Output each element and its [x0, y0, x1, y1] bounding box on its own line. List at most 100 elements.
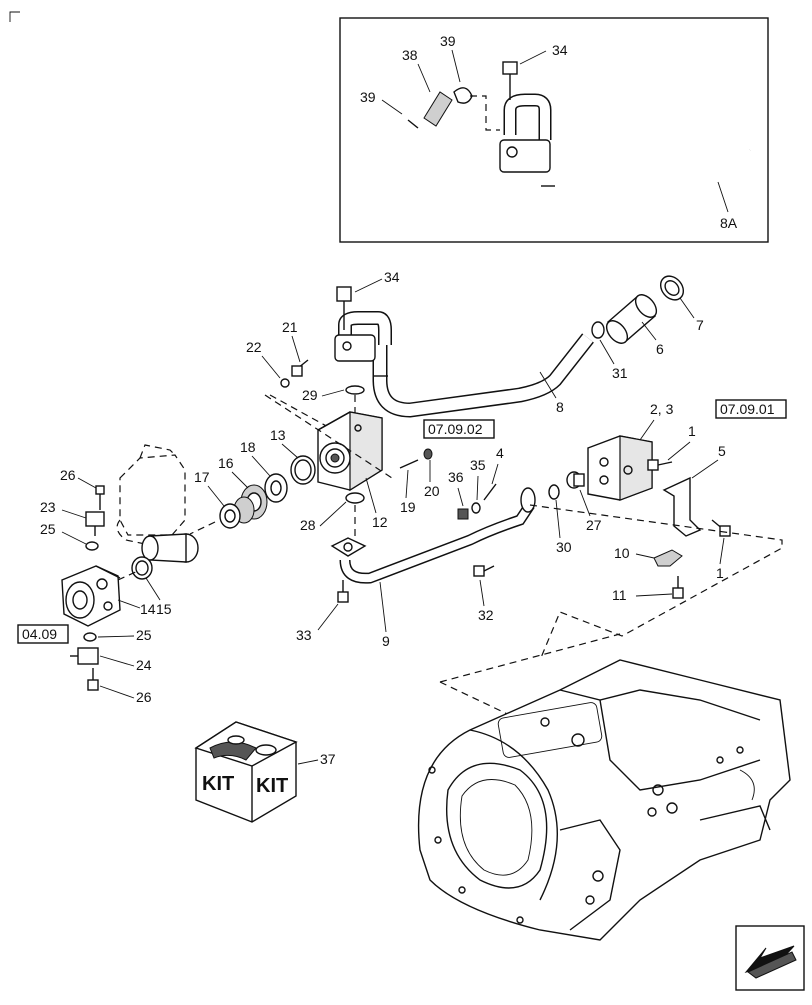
- hydraulic-pump-14: [61, 565, 121, 627]
- callout-10: 10: [614, 545, 630, 561]
- bearing-18: [264, 473, 288, 503]
- callout-19: 19: [400, 499, 416, 515]
- callout-16: 16: [218, 455, 234, 471]
- bolt-26-bottom: [87, 668, 99, 691]
- stud-19: [399, 459, 419, 469]
- clamp-31: [591, 321, 605, 339]
- inset-leader-line: [470, 95, 500, 131]
- callout-1-top: 1: [688, 423, 696, 439]
- callout-25-top: 25: [40, 521, 56, 537]
- callout-26-top: 26: [60, 467, 76, 483]
- reference-04-09[interactable]: 04.09: [22, 626, 57, 642]
- oil-pipe-8: [334, 311, 594, 418]
- callout-1-bottom: 1: [716, 565, 724, 581]
- bolt-1-top: [647, 459, 673, 471]
- seal-35: [471, 502, 481, 514]
- callout-39-left: 39: [360, 89, 376, 105]
- callout-32: 32: [478, 607, 494, 623]
- inset-bolt-34: [502, 61, 518, 100]
- callout-12: 12: [372, 514, 388, 530]
- adapter-27: [566, 471, 585, 489]
- callout-8a: 8A: [720, 215, 738, 231]
- callout-2-3: 2, 3: [650, 401, 674, 417]
- callout-15: 15: [156, 601, 172, 617]
- phantom-housing: [116, 444, 186, 546]
- callout-39-top: 39: [440, 33, 456, 49]
- bolt-33: [337, 580, 349, 603]
- callout-27: 27: [586, 517, 602, 533]
- nut-20: [423, 448, 433, 460]
- nut-36: [457, 508, 469, 520]
- callout-11: 11: [612, 587, 627, 603]
- seal-15: [131, 556, 153, 580]
- reference-07-09-02[interactable]: 07.09.02: [428, 421, 483, 437]
- corner-crop-mark: [9, 11, 20, 22]
- washer-22: [280, 378, 290, 388]
- callout-18: 18: [240, 439, 256, 455]
- bolt-1-bottom: [711, 519, 731, 537]
- seal-30: [548, 484, 560, 500]
- callout-33: 33: [296, 627, 312, 643]
- callout-34-main: 34: [384, 269, 400, 285]
- reference-box-07-09-01: [715, 399, 787, 419]
- kit-box-37: [194, 721, 298, 823]
- callout-6: 6: [656, 341, 664, 357]
- washer-29: [345, 385, 365, 395]
- bolt-11: [672, 576, 684, 599]
- fitting-24: [70, 647, 99, 665]
- callout-25-bottom: 25: [136, 627, 152, 643]
- transmission-housing: [417, 659, 791, 941]
- bolt-34: [336, 286, 352, 330]
- callout-24: 24: [136, 657, 152, 673]
- fitting-23: [85, 511, 105, 536]
- clip-10: [653, 549, 683, 567]
- inset-pipe-8a: [499, 93, 754, 226]
- callout-21: 21: [282, 319, 298, 335]
- hose-6: [605, 294, 658, 344]
- callout-13: 13: [270, 427, 286, 443]
- callout-34-inset: 34: [552, 42, 568, 58]
- callout-5: 5: [718, 443, 726, 459]
- inset-hose-38: [407, 87, 473, 129]
- callout-14: 14: [140, 601, 156, 617]
- callout-37: 37: [320, 751, 336, 767]
- bracket-5: [662, 476, 702, 537]
- pump-shaft-coupling: [141, 533, 199, 563]
- valve-block-2-3: [587, 435, 653, 501]
- inset-detail-box: [339, 17, 769, 243]
- callout-31: 31: [612, 365, 628, 381]
- callout-9: 9: [382, 633, 390, 649]
- callout-35: 35: [470, 457, 486, 473]
- callout-22: 22: [246, 339, 262, 355]
- callout-7: 7: [696, 317, 704, 333]
- washer-25-top: [85, 541, 99, 551]
- callout-29: 29: [302, 387, 318, 403]
- fitting-4: [483, 483, 497, 501]
- washer-28: [345, 492, 365, 504]
- bearing-17: [219, 503, 241, 529]
- callout-23: 23: [40, 499, 56, 515]
- callout-30: 30: [556, 539, 572, 555]
- callout-36: 36: [448, 469, 464, 485]
- callout-28: 28: [300, 517, 316, 533]
- bolt-32: [473, 565, 495, 577]
- reference-box-04-09: [17, 624, 69, 644]
- clamp-7: [659, 275, 685, 301]
- oil-pipe-9: [330, 487, 536, 584]
- bolt-26-top: [95, 485, 105, 510]
- reference-box-07-09-02: [423, 419, 495, 439]
- callout-17: 17: [194, 469, 210, 485]
- kit-label-right: KIT: [256, 775, 288, 797]
- callout-4: 4: [496, 445, 504, 461]
- washer-25-bottom: [83, 632, 97, 642]
- callout-20: 20: [424, 483, 440, 499]
- callout-38: 38: [402, 47, 418, 63]
- gear-16: [233, 484, 268, 524]
- callout-26-bottom: 26: [136, 689, 152, 705]
- next-page-arrow-icon[interactable]: [735, 925, 805, 991]
- callout-8: 8: [556, 399, 564, 415]
- kit-label-left: KIT: [202, 773, 234, 795]
- reference-07-09-01[interactable]: 07.09.01: [720, 401, 775, 417]
